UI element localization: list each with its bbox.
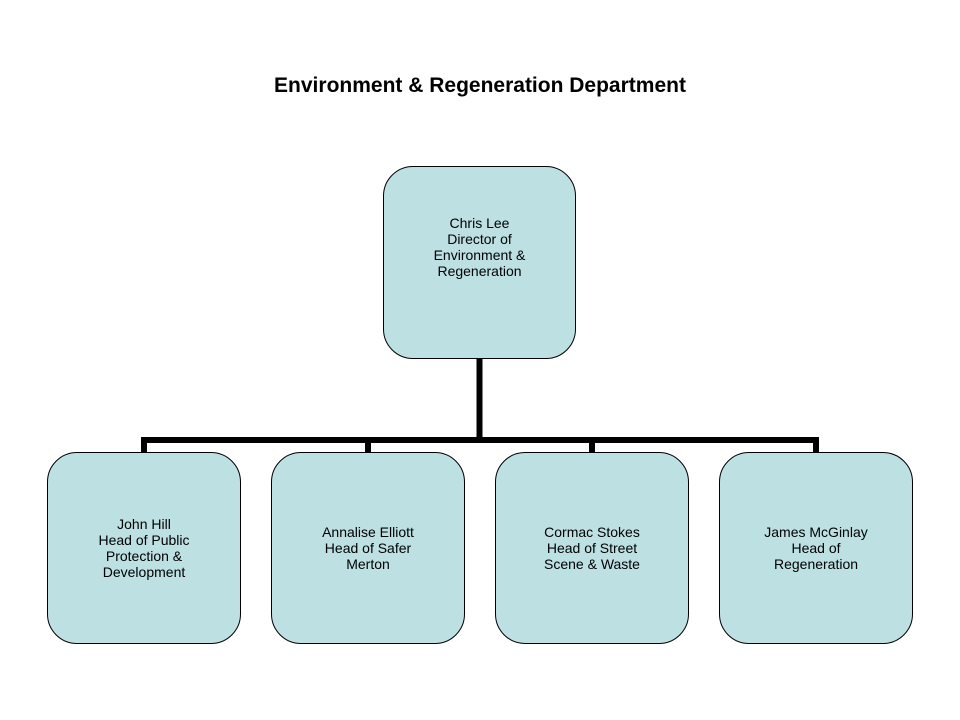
node-head-regeneration-name: James McGinlay — [764, 524, 868, 540]
node-head-safer-merton-role-line-1: Head of Safer — [324, 540, 412, 556]
node-director-role-line-3: Regeneration — [437, 262, 522, 279]
node-head-regeneration-role-line-1: Head of — [791, 540, 841, 556]
node-head-public-protection-role-line-2: Protection & — [105, 548, 183, 564]
node-director: Chris Lee Director of Environment & Rege… — [383, 166, 576, 359]
node-head-street-scene-role-line-1: Head of Street — [546, 540, 638, 556]
node-head-street-scene-name: Cormac Stokes — [544, 524, 640, 540]
node-head-public-protection-name: John Hill — [117, 516, 171, 532]
node-director-role-line-1: Director of — [447, 230, 512, 247]
diagram-title: Environment & Regeneration Department — [274, 74, 686, 97]
node-head-safer-merton-name: Annalise Elliott — [322, 524, 414, 540]
node-head-street-scene: Cormac Stokes Head of Street Scene & Was… — [495, 452, 689, 644]
node-head-public-protection: John Hill Head of Public Protection & De… — [47, 452, 241, 644]
node-head-public-protection-role-line-3: Development — [102, 564, 186, 580]
node-head-safer-merton: Annalise Elliott Head of Safer Merton — [271, 452, 465, 644]
node-head-safer-merton-role-line-2: Merton — [346, 556, 390, 572]
node-head-regeneration: James McGinlay Head of Regeneration — [719, 452, 913, 644]
node-head-street-scene-role-line-2: Scene & Waste — [544, 556, 640, 572]
node-director-role-line-2: Environment & — [433, 246, 526, 263]
node-head-regeneration-role-line-2: Regeneration — [773, 556, 859, 572]
node-director-name: Chris Lee — [449, 214, 510, 231]
node-head-public-protection-role-line-1: Head of Public — [98, 532, 190, 548]
